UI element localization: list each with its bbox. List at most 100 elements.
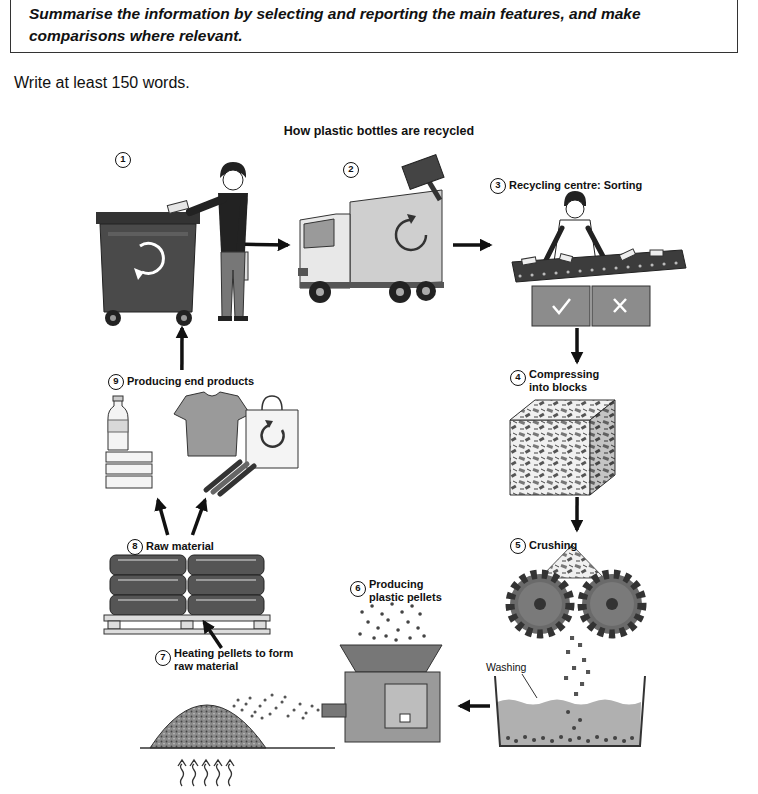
conveyor-belt: [522, 257, 537, 265]
process-stage: 5Crushing: [490, 530, 645, 748]
heat-arrows: [214, 760, 222, 786]
step-number: 2: [343, 162, 359, 178]
step-number: 3: [490, 178, 506, 194]
end-products: [265, 420, 273, 428]
end-products: [106, 464, 152, 474]
wheelie-bin: [176, 310, 192, 326]
sorting-worker: [545, 191, 605, 262]
process-stage: 8Raw material: [105, 535, 270, 622]
collection-truck: [402, 155, 444, 190]
person-recycling: [167, 201, 188, 214]
heat-arrows: [202, 760, 210, 786]
raw-material-pallet: [104, 629, 270, 634]
crushing-gears: [590, 582, 634, 626]
sorting-bins: [553, 299, 570, 313]
heated-heap: [140, 705, 335, 748]
step-label: Producing end products: [127, 375, 254, 388]
pellet-machine: [322, 604, 442, 742]
raw-material-pallet: [188, 595, 264, 615]
crushing-gears: [606, 598, 618, 610]
conveyor-belt: [520, 263, 676, 276]
process-stage: 2: [288, 160, 453, 305]
end-products: [246, 410, 298, 468]
collection-truck: [300, 214, 350, 288]
compressed-block: [590, 400, 615, 495]
raw-material-pallet: [110, 595, 186, 615]
person-recycling: [223, 170, 243, 190]
flow-arrow: [180, 328, 184, 370]
wheelie-bin: [100, 224, 196, 312]
conveyor-belt: [559, 254, 572, 263]
pellet-machine: [360, 604, 424, 640]
heated-heap: [140, 747, 335, 749]
end-products: [108, 420, 128, 432]
wheelie-bin: [105, 310, 121, 326]
step-number: 4: [510, 370, 526, 386]
heat-arrows: [178, 760, 186, 786]
sorting-worker: [545, 228, 562, 262]
process-stage: 1: [95, 150, 245, 328]
pellet-machine: [385, 684, 427, 728]
crushing-gears: [510, 545, 642, 694]
instruction-note: Write at least 150 words.: [14, 74, 190, 92]
raw-material-pallet: [188, 555, 264, 575]
step-label: Crushing: [529, 539, 577, 552]
process-stage: 6Producing plastic pellets: [330, 575, 460, 745]
raw-material-pallet: [110, 555, 186, 575]
step-number: 9: [108, 374, 124, 390]
step-number: 7: [155, 650, 171, 666]
person-recycling: [190, 199, 223, 212]
collection-truck: [389, 281, 411, 303]
step-number: 6: [350, 581, 366, 597]
step-number: 1: [115, 152, 131, 168]
diagram-title: How plastic bottles are recycled: [0, 124, 758, 138]
crushing-gears: [582, 574, 642, 634]
flow-arrow: [460, 704, 490, 708]
crushing-gears: [518, 582, 562, 626]
step-number: 8: [127, 539, 143, 555]
raw-material-pallet: [104, 615, 270, 621]
person-recycling: [221, 252, 245, 318]
person-recycling: [234, 316, 248, 321]
wheelie-bin: [134, 268, 144, 280]
crushing-gears: [566, 638, 588, 694]
step-label: Recycling centre: Sorting: [509, 179, 642, 192]
process-stage: 3Recycling centre: Sorting: [490, 178, 685, 328]
end-products: [106, 476, 152, 488]
collection-truck: [396, 220, 426, 250]
prompt-text: Summarise the information by selecting a…: [29, 3, 729, 47]
person-recycling: [218, 316, 232, 321]
leader-line: [522, 674, 537, 698]
washing-tank: [495, 676, 645, 746]
flow-arrow: [158, 500, 168, 535]
end-products: [106, 452, 152, 462]
raw-material-pallet: [181, 621, 193, 629]
pellet-machine: [400, 714, 410, 722]
raw-material-pallet: [110, 575, 186, 595]
compressed-block: [510, 400, 615, 495]
collection-truck: [309, 281, 331, 303]
process-stage: 9Producing end products: [100, 370, 310, 500]
step-label: Raw material: [146, 540, 214, 553]
pellet-stream: [234, 695, 318, 718]
flow-arrow: [192, 500, 205, 535]
end-products: [106, 392, 298, 494]
washing-tank: [495, 676, 645, 746]
collection-truck: [407, 214, 416, 224]
sorting-bins: [532, 286, 590, 326]
end-products: [113, 396, 123, 401]
pellet-machine: [345, 672, 440, 742]
heat-arrows: [190, 760, 198, 786]
raw-material-pallet: [188, 575, 264, 595]
process-stage: 4Compressing into blocks: [505, 362, 650, 497]
collection-truck: [396, 288, 404, 296]
flow-arrow: [204, 622, 222, 648]
collection-truck: [350, 190, 442, 286]
flow-arrow: [575, 497, 579, 530]
pellet-machine: [340, 645, 442, 672]
task-prompt-box: Summarise the information by selecting a…: [10, 0, 738, 53]
compressed-block: [590, 400, 615, 495]
